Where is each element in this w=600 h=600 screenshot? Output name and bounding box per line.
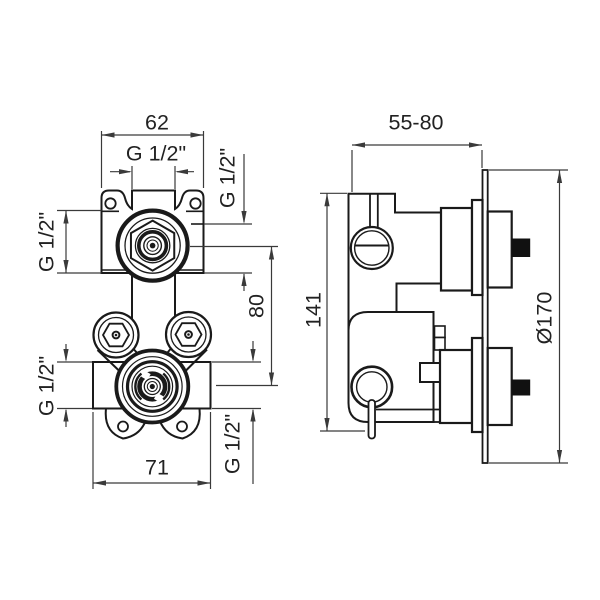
front-right-inlet-nut [164, 310, 213, 359]
side-lower-cartridge [438, 336, 531, 434]
front-upper-left-screw-hole [104, 197, 117, 210]
dim-label-diameter-170: Ø170 [533, 292, 557, 345]
side-upper-port [349, 225, 394, 271]
dim-label-lower-left-port: G 1/2" [35, 356, 59, 416]
side-top-pipe [369, 193, 379, 228]
dim-plate-diameter-170: Ø170 [489, 169, 568, 464]
side-wall-plate [481, 169, 489, 464]
side-lower-stem [511, 379, 531, 396]
front-lower-right-screw-hole [176, 420, 188, 433]
dim-label-upper-right-port: G 1/2" [216, 148, 240, 208]
dim-label-lower-right-port: G 1/2" [221, 414, 245, 474]
front-upper-right-screw-hole [189, 197, 202, 210]
dim-height-141: 141 [302, 192, 365, 432]
front-left-inlet-nut [92, 311, 140, 359]
dim-depth-55-80: 55-80 [351, 111, 483, 192]
side-view: 55-80 141 Ø170 [302, 111, 568, 464]
dim-lower-right-port-g12: G 1/2" [212, 341, 261, 484]
side-upper-stem [511, 238, 531, 257]
side-notch-tab [419, 362, 443, 383]
dim-port-spacing-80: 80 [190, 245, 278, 387]
side-lower-flange [470, 336, 484, 434]
side-upper-flange [470, 198, 484, 297]
dim-label-55-80: 55-80 [389, 111, 444, 135]
dim-upper-right-port-g12: G 1/2" [204, 148, 252, 291]
dim-upper-left-port-g12: G 1/2" [35, 209, 102, 274]
side-bottom-pipe [367, 399, 376, 440]
front-lower-left-screw-hole [117, 420, 129, 433]
side-retaining-clips [433, 325, 446, 351]
front-lower-cartridge [114, 348, 191, 425]
dim-label-71: 71 [145, 456, 169, 480]
dim-label-upper-left-port: G 1/2" [35, 212, 59, 272]
dim-lower-left-port-g12: G 1/2" [35, 344, 92, 427]
dim-top-width-62: 62 [100, 111, 205, 188]
front-upper-hex-nut [129, 219, 176, 272]
front-view: 62 G 1/2" G 1/2" G 1/2" [35, 111, 278, 489]
dim-label-62: 62 [145, 111, 169, 135]
dim-top-port-g12: G 1/2" [110, 142, 194, 189]
front-upper-port-lines [101, 210, 204, 271]
front-upper-cartridge [115, 208, 190, 283]
dim-label-141: 141 [302, 292, 326, 328]
dim-bottom-width-71: 71 [92, 412, 212, 489]
side-upper-cartridge [439, 198, 531, 297]
dim-label-top-port: G 1/2" [126, 142, 186, 166]
dim-label-80: 80 [245, 294, 269, 318]
